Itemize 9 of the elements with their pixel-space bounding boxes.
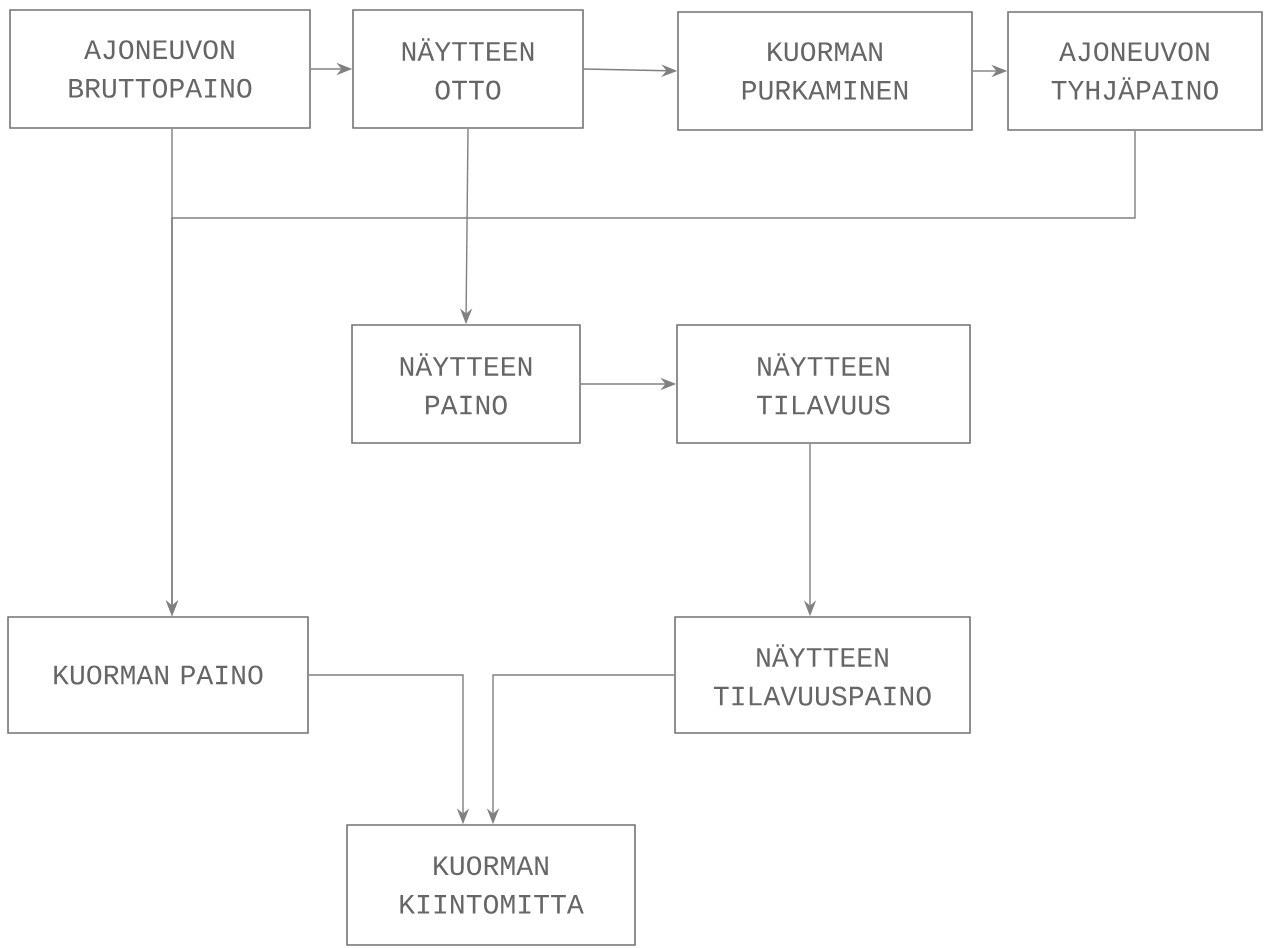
- process-box: NÄYTTEEN OTTO: [352, 9, 584, 129]
- process-box: AJONEUVON TYHJÄPAINO: [1007, 11, 1263, 131]
- process-box: KUORMAN PURKAMINEN: [677, 11, 973, 131]
- process-box: NÄYTTEEN TILAVUUS: [676, 324, 971, 444]
- process-box: NÄYTTEEN TILAVUUSPAINO: [674, 616, 971, 734]
- process-box: NÄYTTEEN PAINO: [351, 324, 581, 444]
- process-box: AJONEUVON BRUTTOPAINO: [9, 9, 311, 129]
- process-box: KUORMAN KIINTOMITTA: [346, 824, 636, 946]
- process-box: KUORMAN PAINO: [7, 616, 309, 734]
